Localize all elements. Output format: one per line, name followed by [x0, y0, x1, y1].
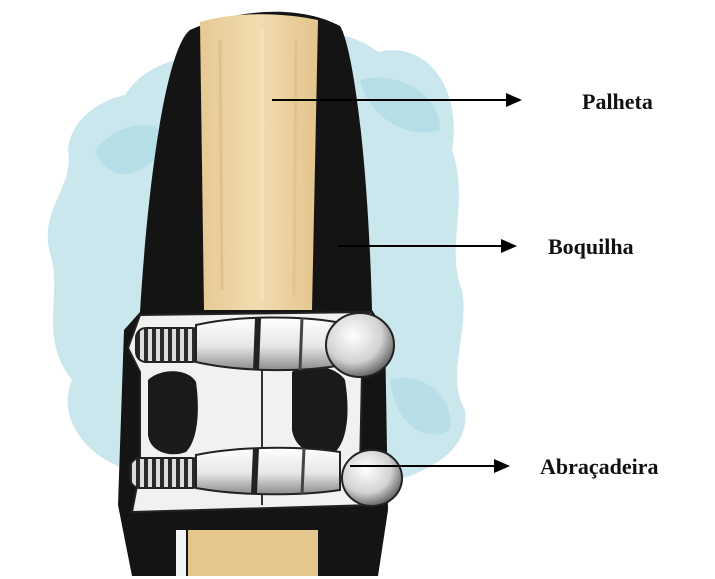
label-ligature: Abraçadeira	[540, 456, 659, 478]
reed-tip-lower	[188, 530, 318, 576]
label-reed: Palheta	[582, 91, 653, 113]
reed-shape	[200, 14, 318, 310]
label-mouthpiece: Boquilha	[548, 236, 634, 258]
